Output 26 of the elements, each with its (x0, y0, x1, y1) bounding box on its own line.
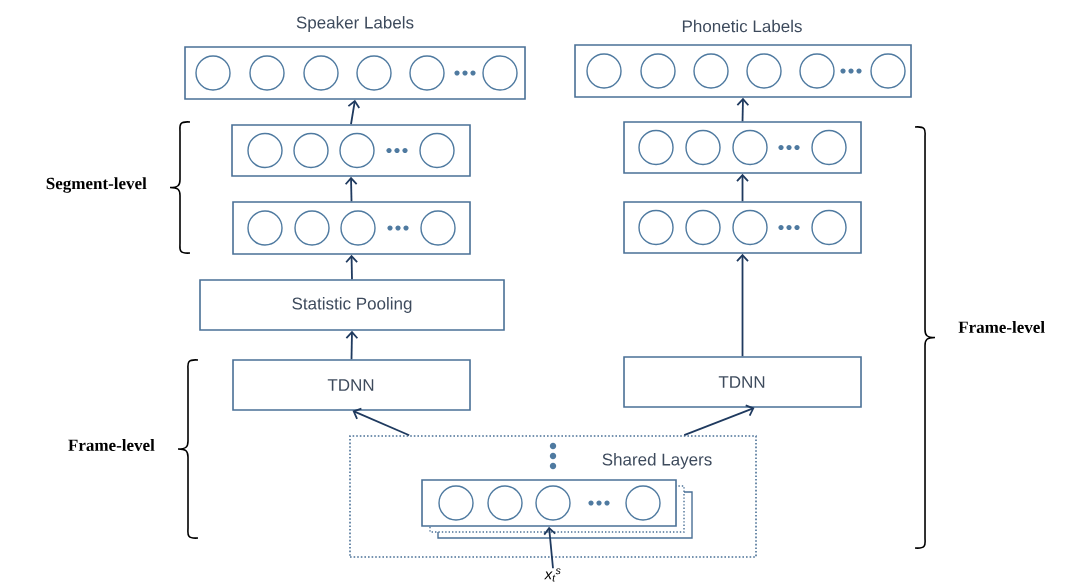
layer-box (623, 201, 862, 254)
level-label: Segment-level (46, 177, 147, 193)
level-label: Frame-level (958, 321, 1045, 333)
arrow (736, 97, 750, 123)
input-label: x$_{t}$s (544, 568, 561, 582)
level-label: Frame-level (68, 439, 155, 451)
arrow (352, 407, 411, 437)
arrow (543, 526, 557, 570)
output-layer: Speaker Labels (184, 16, 526, 100)
layer-box (232, 201, 471, 255)
arrow (347, 99, 361, 126)
process-box: Statistic Pooling (199, 279, 505, 331)
arrow (345, 254, 359, 281)
node-label: Speaker Labels (296, 16, 414, 32)
arrow (344, 176, 358, 203)
arrow (736, 173, 749, 203)
process-box: TDNN (623, 356, 862, 408)
layer-box (231, 124, 471, 177)
process-box: TDNN (232, 359, 471, 411)
node-label: Phonetic Labels (682, 19, 802, 33)
arrow (683, 404, 755, 437)
arrow (345, 330, 359, 361)
layer-box (421, 479, 693, 539)
output-layer: Phonetic Labels (574, 19, 912, 98)
layer-box (623, 121, 862, 174)
arrow (736, 253, 749, 358)
